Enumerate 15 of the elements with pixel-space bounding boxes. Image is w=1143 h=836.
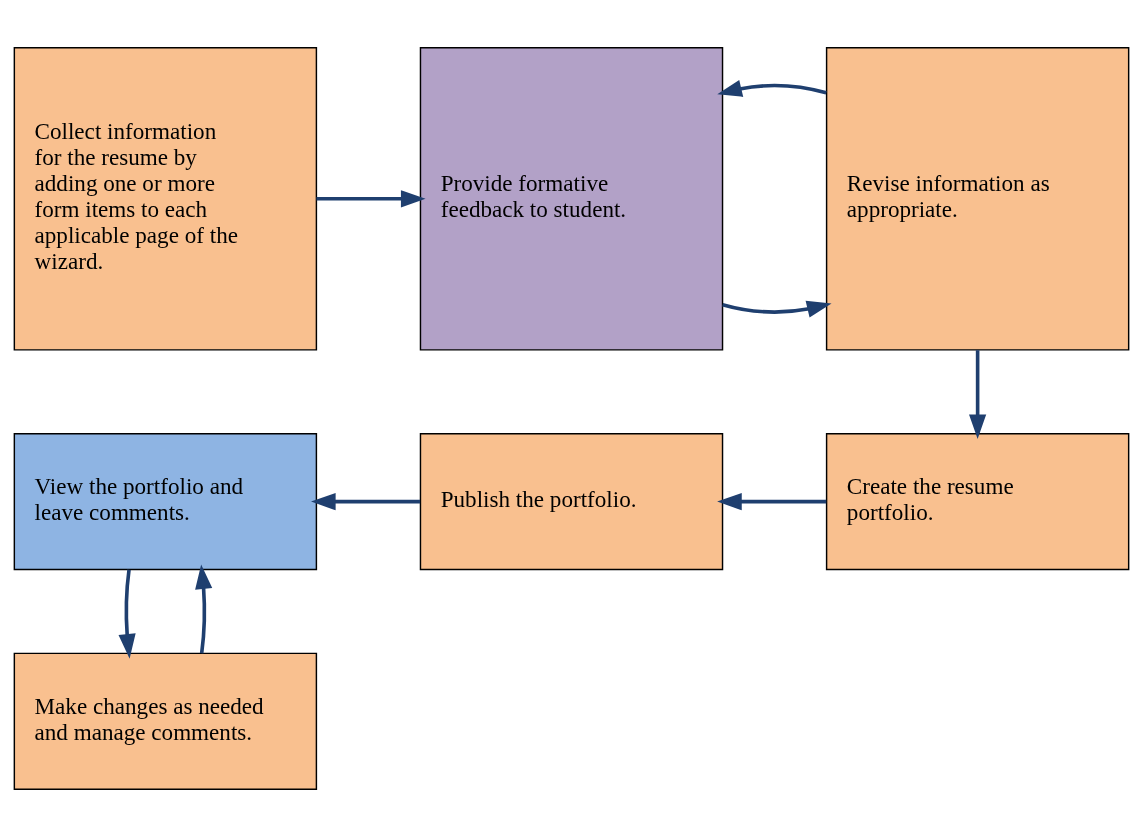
node-box: Collect information for the resume by adding one or more form items to each applicable page of the wizard. xyxy=(13,46,318,351)
arrow xyxy=(722,300,832,318)
arrow xyxy=(717,79,827,97)
arrow xyxy=(195,563,213,653)
arrow xyxy=(311,492,421,510)
arrow xyxy=(717,492,827,510)
arrow xyxy=(316,189,426,207)
node-box: Revise information as appropriate. xyxy=(825,46,1130,351)
node-box: Provide formative feedback to student. xyxy=(419,46,724,351)
node-box: Create the resume portfolio. xyxy=(825,432,1130,570)
node-box: Publish the portfolio. xyxy=(419,432,724,570)
node-box: Make changes as needed and manage comments. xyxy=(13,652,318,790)
arrow xyxy=(969,349,987,439)
arrow xyxy=(118,569,136,659)
node-box: View the portfolio and leave comments. xyxy=(13,432,318,570)
